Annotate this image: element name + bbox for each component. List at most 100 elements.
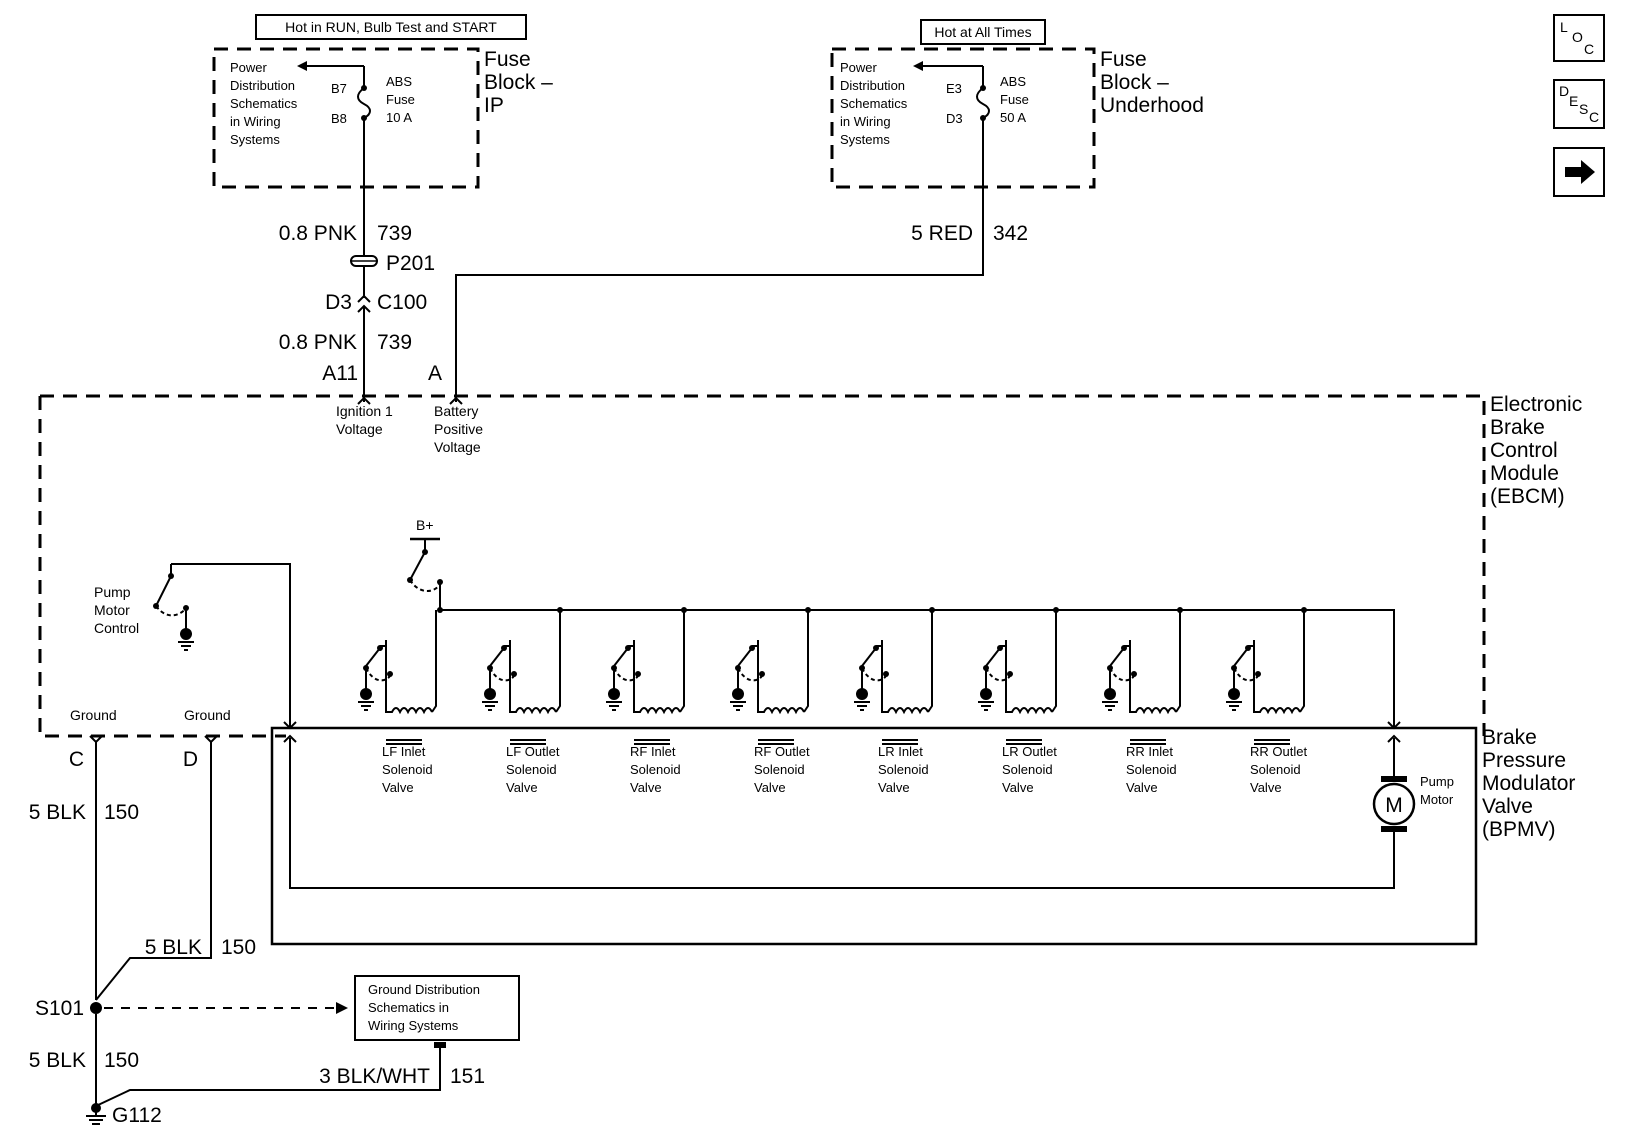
wire-gnd-c-circuit: 150: [104, 801, 139, 824]
fuse-uh-pin-top: E3: [946, 81, 962, 96]
pump-control-label: Motor: [94, 602, 130, 618]
ground-ref-text: Schematics in: [368, 1000, 449, 1015]
valve-label: Solenoid: [754, 762, 805, 777]
wire-gnd-c-gauge: 5 BLK: [29, 801, 86, 824]
valve-label: LR Inlet: [878, 744, 923, 759]
driver-switch-icon: [1226, 645, 1261, 711]
power-ref-line: Schematics: [230, 96, 298, 111]
valve-label: LF Outlet: [506, 744, 560, 759]
ebcm-boundary: [38, 394, 1486, 738]
valve-label: Solenoid: [1250, 762, 1301, 777]
pin-a: A: [428, 362, 442, 385]
fuse-ip-rating: 10 A: [386, 110, 412, 125]
desc-button[interactable]: D E S C: [1553, 79, 1605, 129]
wire-ign-lower-gauge: 0.8 PNK: [279, 331, 357, 354]
ground-ref-text: Wiring Systems: [368, 1018, 459, 1033]
batt-input-label: Voltage: [434, 439, 481, 455]
pin-a11: A11: [322, 362, 358, 385]
solenoid-driver-8: [1226, 607, 1307, 715]
ground-ref-text: Ground Distribution: [368, 982, 480, 997]
wire-ign-upper-circuit: 739: [377, 222, 412, 245]
wire-s101-gauge: 5 BLK: [29, 1049, 86, 1072]
connector-c100-pin: D3: [325, 291, 352, 314]
right-arrow-icon: [1565, 160, 1595, 184]
motor-symbol: M: [1385, 794, 1403, 817]
bplus-switch-icon: [407, 537, 443, 610]
wire-gnd-d-gauge: 5 BLK: [145, 936, 202, 959]
fuse-ip-name: Fuse: [386, 92, 415, 107]
solenoid-driver-7: [1102, 607, 1183, 715]
power-ref-line: in Wiring: [840, 114, 891, 129]
bpmv-label: Pressure: [1482, 749, 1566, 772]
fuse-uh-header: Hot at All Times: [934, 24, 1031, 40]
fuse-icon: [913, 61, 990, 121]
pump-control-label: Control: [94, 620, 139, 636]
desc-e: E: [1569, 93, 1578, 109]
pump-motor-label: Motor: [1420, 792, 1454, 807]
loc-button[interactable]: L O C: [1553, 14, 1605, 62]
power-ref-line: Power: [840, 60, 878, 75]
valve-label: Valve: [630, 780, 662, 795]
pump-motor-label: Pump: [1420, 774, 1454, 789]
fuse-uh-label-2: Block –: [1100, 71, 1169, 94]
driver-switch-icon: [854, 645, 889, 711]
valve-label: Valve: [1002, 780, 1034, 795]
solenoid-driver-4: [730, 607, 811, 715]
fuse-block-ip: Hot in RUN, Bulb Test and START Fuse Blo…: [212, 14, 553, 189]
ebcm-label: Electronic: [1490, 393, 1582, 416]
valve-label: Solenoid: [1002, 762, 1053, 777]
valve-label: LF Inlet: [382, 744, 426, 759]
valve-label: Valve: [506, 780, 538, 795]
ignition-feed-circuit: 0.8 PNK 739 P201 D3 C100 0.8 PNK 739 A11: [279, 118, 435, 405]
solenoid-coil-icon: [1254, 739, 1290, 745]
fuse-uh-rating: 50 A: [1000, 110, 1026, 125]
fuse-ip-boundary: [212, 47, 480, 189]
bpmv-label: (BPMV): [1482, 818, 1556, 841]
ebcm-label: Module: [1490, 462, 1559, 485]
valve-label: Valve: [1250, 780, 1282, 795]
ground-g112: G112: [112, 1104, 162, 1127]
in-line-connector-icon: [350, 255, 378, 267]
fuse-uh-label-3: Underhood: [1100, 94, 1204, 117]
wire-batt-circuit: 342: [993, 222, 1028, 245]
ebcm-module: Electronic Brake Control Module (EBCM) I…: [38, 393, 1582, 738]
solenoid-driver-5: [854, 607, 935, 715]
splice-s101: S101: [35, 997, 84, 1020]
fuse-uh-boundary: [830, 47, 1096, 189]
batt-input-label: Battery: [434, 403, 478, 419]
power-ref-line: Schematics: [840, 96, 908, 111]
wire-ign-upper-gauge: 0.8 PNK: [279, 222, 357, 245]
power-ref-line: in Wiring: [230, 114, 281, 129]
valve-label: RF Inlet: [630, 744, 676, 759]
fuse-ip-label-2: Block –: [484, 71, 553, 94]
power-ref-line: Systems: [840, 132, 890, 147]
pump-motor-icon: M: [1372, 776, 1416, 832]
bpmv-boundary: [270, 726, 1478, 946]
bplus-label: B+: [416, 517, 434, 533]
solenoid-driver-6: [978, 607, 1059, 715]
desc-s: S: [1579, 101, 1588, 117]
valve-label: Solenoid: [878, 762, 929, 777]
next-page-button[interactable]: [1553, 147, 1605, 197]
pump-control-label: Pump: [94, 584, 131, 600]
fuse-ip-pin-top: B7: [331, 81, 347, 96]
ign-input-label: Ignition 1: [336, 403, 393, 419]
fuse-ip-pin-bottom: B8: [331, 111, 347, 126]
valve-label: Valve: [878, 780, 910, 795]
valve-label: Solenoid: [1126, 762, 1177, 777]
power-ref-line: Distribution: [840, 78, 905, 93]
wire-gnd-d-circuit: 150: [221, 936, 256, 959]
fuse-block-underhood: Hot at All Times Fuse Block – Underhood …: [830, 19, 1204, 189]
fuse-uh-label-1: Fuse: [1100, 48, 1147, 71]
desc-c: C: [1589, 109, 1599, 125]
valve-label: Solenoid: [630, 762, 681, 777]
desc-d: D: [1559, 83, 1569, 99]
solenoid-coil-icon: [758, 739, 794, 745]
wire-151-circuit: 151: [450, 1065, 485, 1088]
valve-label: Solenoid: [382, 762, 433, 777]
fuse-ip-name: ABS: [386, 74, 412, 89]
valve-label: LR Outlet: [1002, 744, 1057, 759]
solenoid-coil-icon: [1130, 739, 1166, 745]
loc-l: L: [1560, 19, 1568, 35]
